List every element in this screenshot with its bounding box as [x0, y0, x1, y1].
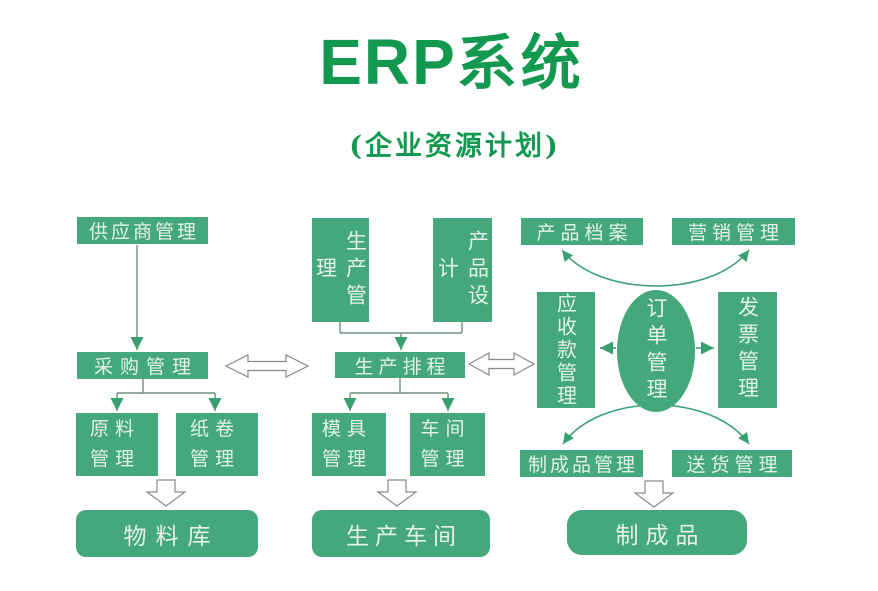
page-subtitle: (企业资源计划) — [349, 131, 561, 162]
node-label: 车间管理 — [420, 418, 471, 470]
node-label: 采购管理 — [93, 356, 198, 378]
title-system: 系统 — [456, 29, 585, 99]
title-erp: ERP — [319, 26, 457, 98]
hollow-arrow-to-production-workshop — [376, 479, 418, 507]
node-production-workshop: 生产车间 — [312, 510, 490, 557]
node-label: 制成品管理 — [527, 454, 638, 476]
node-label: 制成品 — [615, 522, 706, 549]
node-label: 产品档案 — [536, 222, 633, 244]
node-purchase-management: 采购管理 — [77, 352, 208, 379]
node-label: 纸卷管理 — [190, 418, 241, 470]
node-finished-goods-management: 制成品管理 — [520, 450, 643, 477]
node-finished-product: 制成品 — [567, 510, 747, 555]
node-production-management: 生产管理 — [312, 218, 369, 322]
node-delivery-management: 送货管理 — [672, 450, 792, 477]
connector-production-merge — [339, 322, 463, 334]
node-label: 供应商管理 — [88, 221, 199, 243]
node-label: 原料管理 — [90, 418, 141, 470]
node-label: 送货管理 — [686, 454, 783, 476]
node-invoice-management: 发票管理 — [718, 292, 777, 408]
node-paper-roll-management: 纸卷管理 — [176, 413, 258, 476]
node-label: 生产排程 — [354, 355, 451, 378]
node-production-scheduling: 生产排程 — [335, 352, 465, 378]
page-title: ERP系统 — [319, 30, 585, 94]
node-workshop-management: 车间管理 — [410, 413, 485, 476]
connector-scheduling-split — [350, 378, 448, 394]
node-label: 订单管理 — [644, 297, 668, 405]
node-label: 模具管理 — [322, 418, 373, 470]
hollow-arrow-to-finished-product — [633, 480, 675, 508]
hollow-arrow-to-material-store — [145, 479, 187, 507]
node-order-management: 订单管理 — [617, 290, 695, 412]
node-receivables-management: 应收款管理 — [537, 292, 595, 408]
node-label: 营销管理 — [687, 222, 784, 244]
node-supplier-management: 供应商管理 — [77, 217, 208, 244]
double-arrow-scheduling-receivables — [467, 351, 536, 377]
arc-order-to-archive-marketing — [561, 249, 750, 287]
node-label: 物料库 — [123, 523, 220, 550]
node-raw-material-management: 原料管理 — [76, 413, 158, 476]
node-marketing-management: 营销管理 — [672, 218, 795, 245]
node-label: 产品设计 — [435, 229, 490, 311]
node-product-archive: 产品档案 — [521, 218, 643, 245]
node-label: 生产管理 — [313, 229, 368, 311]
node-material-store: 物料库 — [76, 510, 258, 557]
double-arrow-purchase-scheduling — [224, 354, 310, 378]
node-label: 发票管理 — [735, 296, 760, 404]
node-product-design: 产品设计 — [433, 218, 492, 322]
node-mold-management: 模具管理 — [312, 413, 386, 476]
node-label: 生产车间 — [346, 523, 462, 550]
connector-purchase-split — [117, 379, 215, 394]
node-label: 应收款管理 — [553, 292, 578, 408]
